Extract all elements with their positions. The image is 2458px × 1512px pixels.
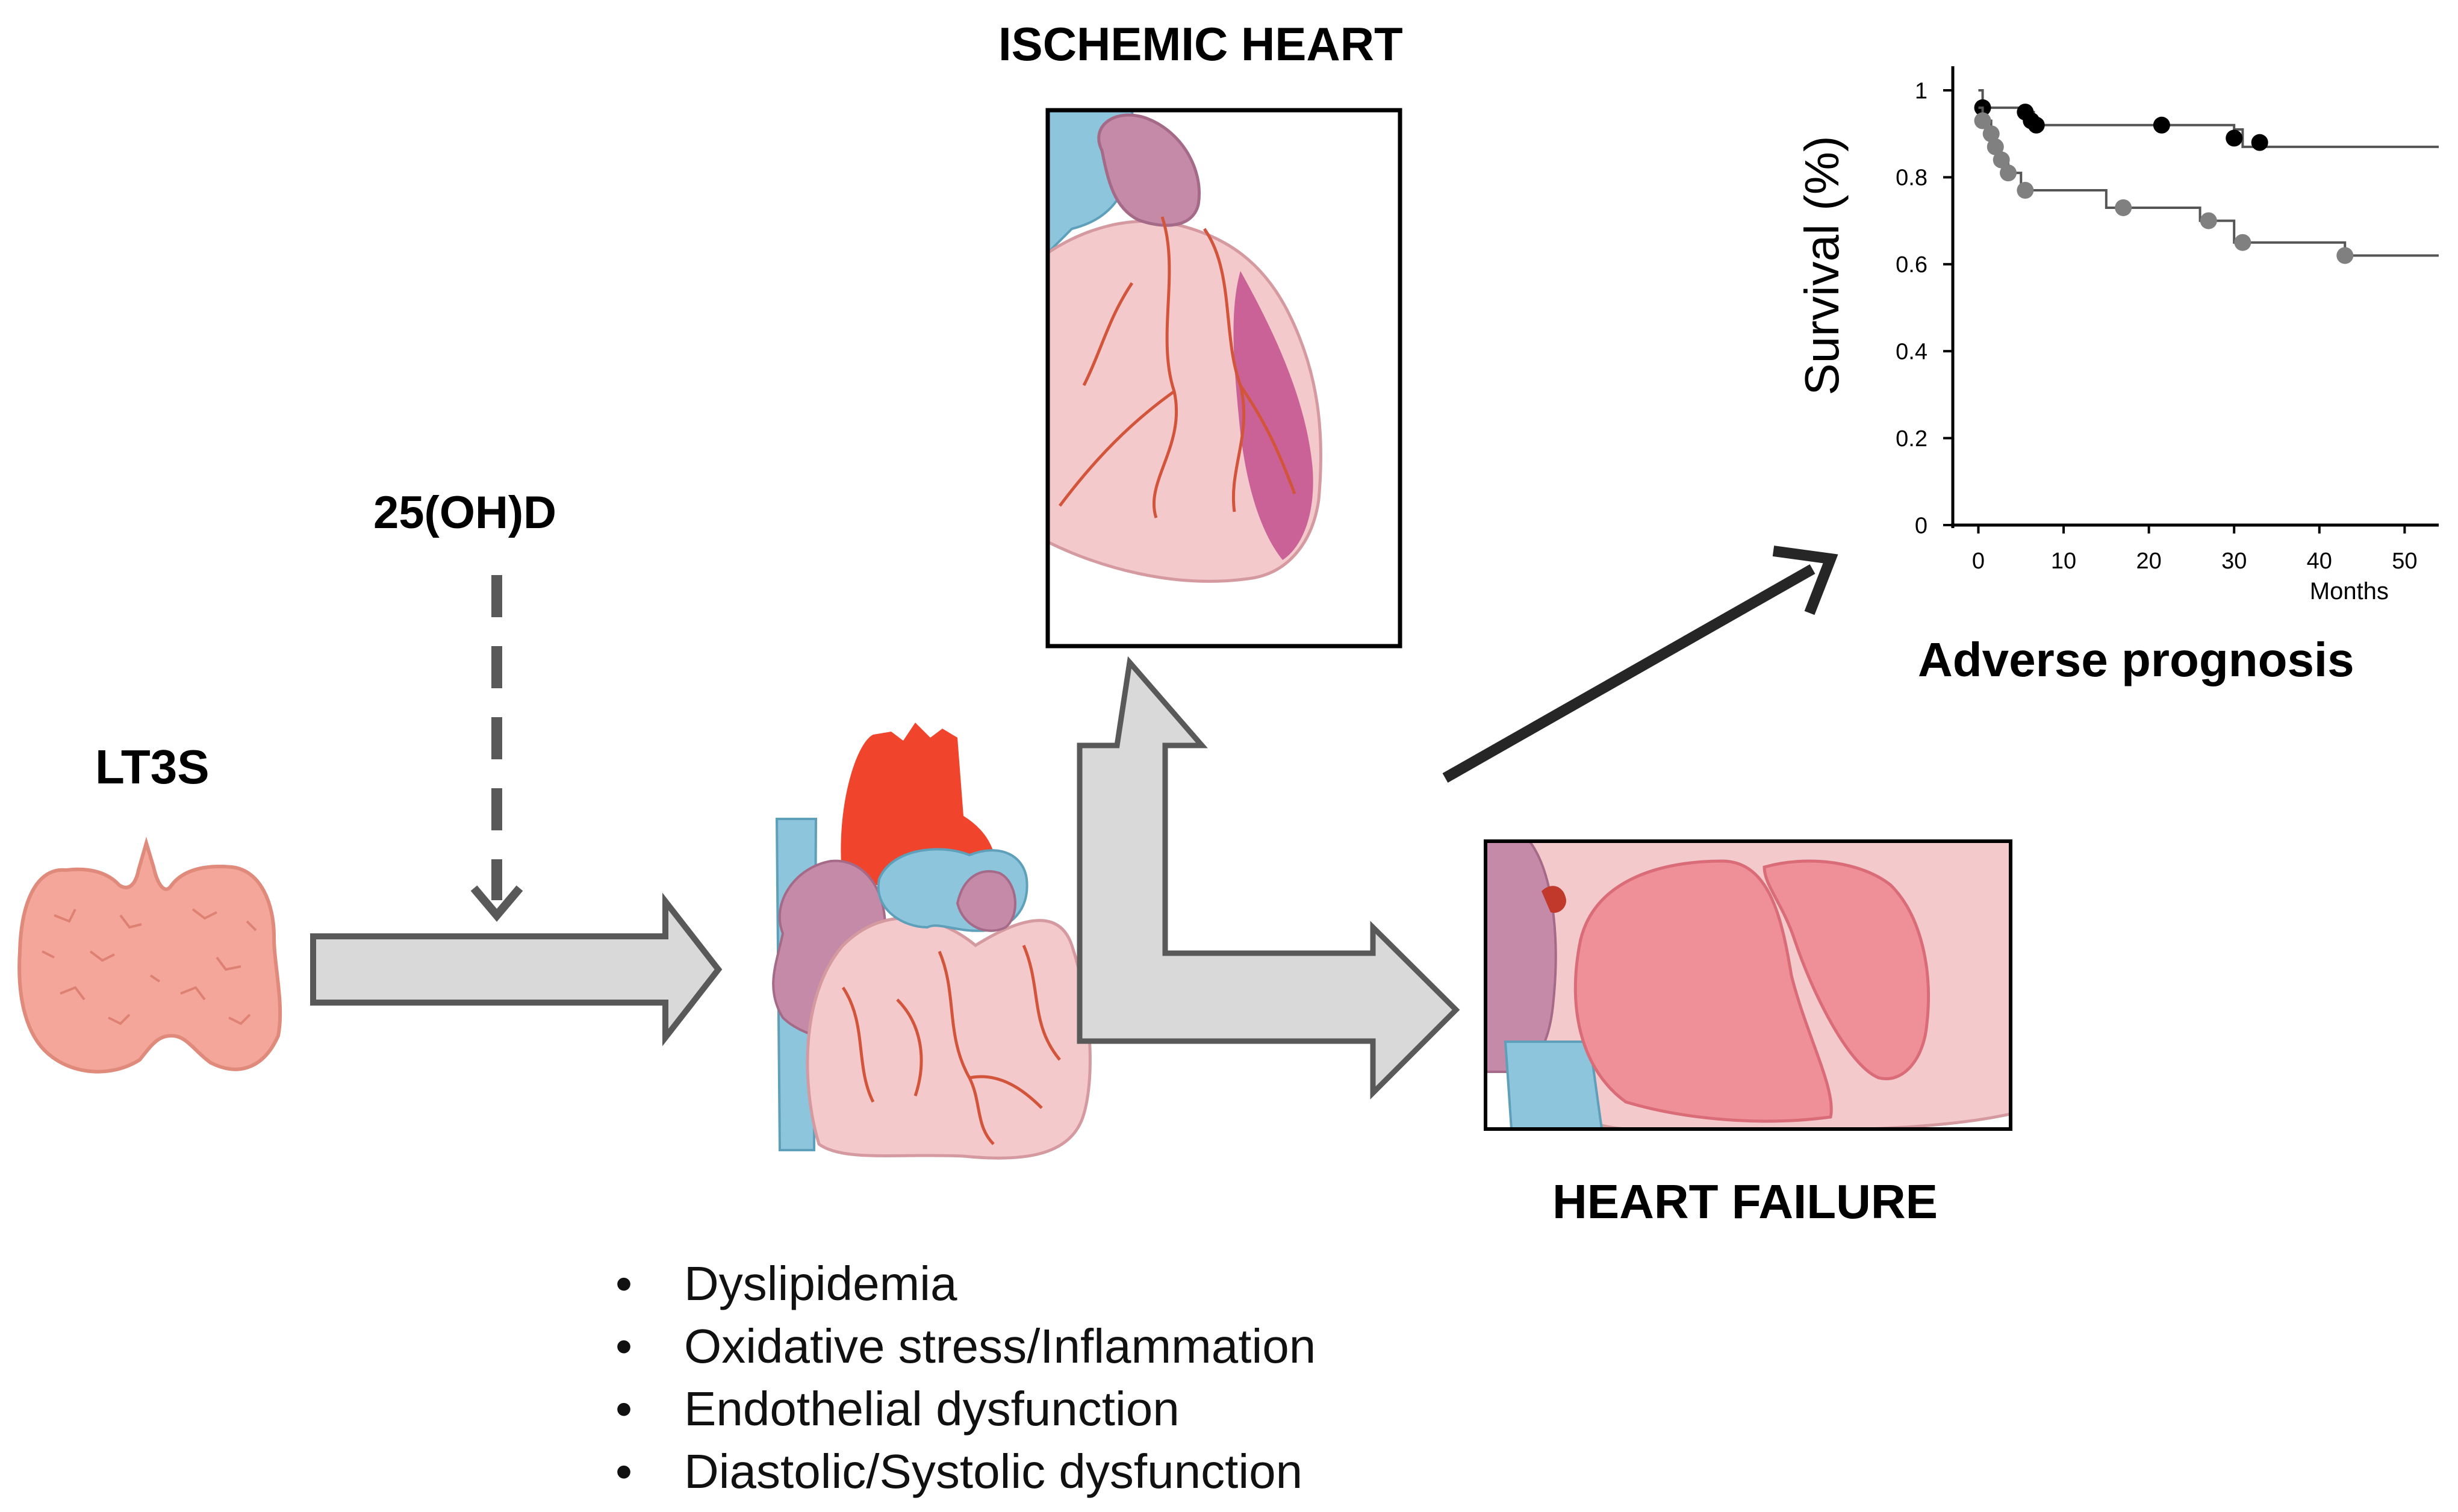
isch-frame — [1045, 108, 1402, 649]
hf-atrium — [1486, 841, 1557, 1073]
hf-left-ventricle — [1573, 859, 1833, 1123]
y-tick-label: 1 — [1915, 78, 1928, 104]
arrow-lt3s-to-heart — [310, 892, 723, 1047]
isch-coronary-vessels — [1059, 216, 1296, 518]
adverse-prognosis-label: Adverse prognosis — [1918, 633, 2354, 686]
km-censor-mark — [1993, 151, 2010, 169]
hf-frame — [1484, 839, 2012, 1131]
heart-failure-label: HEART FAILURE — [1552, 1175, 1938, 1228]
km-censor-mark — [2115, 199, 2132, 216]
y-tick-label: 0.6 — [1896, 252, 1928, 278]
km-censor-mark — [2027, 116, 2045, 134]
mechanism-item: •Dyslipidemia — [615, 1257, 957, 1310]
mechanism-text: Endothelial dysfunction — [684, 1382, 1180, 1436]
km-censor-mark — [2251, 134, 2268, 151]
dashed-arrow-vitd — [470, 575, 523, 922]
y-tick-label: 0.8 — [1896, 166, 1928, 191]
mechanism-list: •Dyslipidemia •Oxidative stress/Inflamma… — [602, 1252, 1316, 1503]
hf-right-ventricle — [1763, 859, 1930, 1080]
y-tick-label: 0 — [1915, 513, 1928, 538]
central-heart-illustration — [772, 723, 1092, 1160]
y-axis-title: Survival (%) — [1795, 135, 1849, 395]
km-censor-mark — [2200, 212, 2217, 229]
mechanism-text: Diastolic/Systolic dysfunction — [684, 1445, 1303, 1498]
ventricles — [806, 916, 1092, 1160]
km-censor-mark — [2336, 247, 2354, 264]
km-censor-mark — [2226, 129, 2243, 147]
km-series-2 — [1974, 106, 2439, 264]
hf-vessel — [1504, 1041, 1604, 1129]
aorta — [841, 723, 997, 885]
mechanism-item: •Diastolic/Systolic dysfunction — [615, 1445, 1303, 1498]
lt3s-label: LT3S — [95, 740, 210, 794]
km-step-line — [1978, 106, 2439, 257]
mechanism-item: •Oxidative stress/Inflammation — [615, 1319, 1316, 1373]
branch-arrow — [1077, 656, 1460, 1100]
ischemic-heart-panel — [1045, 108, 1402, 649]
heart-failure-panel — [1484, 839, 2012, 1131]
x-tick-label: 40 — [2307, 549, 2332, 574]
mechanism-item: •Endothelial dysfunction — [615, 1382, 1180, 1436]
hf-valve — [1542, 886, 1566, 913]
x-tick-label: 10 — [2051, 549, 2076, 574]
km-censor-mark — [2234, 234, 2251, 251]
km-censor-mark — [1987, 138, 2004, 155]
ischemic-heart-label: ISCHEMIC HEART — [998, 17, 1403, 70]
km-censor-mark — [2017, 182, 2034, 199]
thyroid-texture-lines — [42, 908, 257, 1025]
km-step-line — [1978, 89, 2439, 148]
isch-atrium — [1097, 113, 1201, 227]
km-censor-mark — [1974, 112, 1991, 129]
thyroid-gland-shape — [17, 836, 282, 1074]
survival-chart-series — [1974, 89, 2439, 264]
km-censor-mark — [2000, 164, 2017, 182]
x-tick-label: 20 — [2136, 549, 2161, 574]
x-tick-label: 30 — [2221, 549, 2247, 574]
y-tick-label: 0.2 — [1896, 426, 1928, 452]
x-tick-label: 0 — [1972, 549, 1985, 574]
x-tick-label: 50 — [2392, 549, 2417, 574]
coronary-vessels — [841, 945, 1061, 1145]
left-atrium — [956, 870, 1016, 932]
thyroid-illustration — [17, 836, 282, 1074]
mechanism-text: Dyslipidemia — [684, 1257, 957, 1310]
x-axis-title: Months — [2310, 578, 2389, 605]
km-censor-mark — [2153, 116, 2170, 134]
mechanism-text: Oxidative stress/Inflammation — [684, 1319, 1316, 1373]
km-series-1 — [1974, 89, 2439, 151]
arrow-to-prognosis — [1442, 546, 1838, 783]
km-censor-mark — [1982, 125, 2000, 143]
vitamin-d-label: 25(OH)D — [373, 487, 557, 538]
y-tick-label: 0.4 — [1896, 340, 1928, 365]
